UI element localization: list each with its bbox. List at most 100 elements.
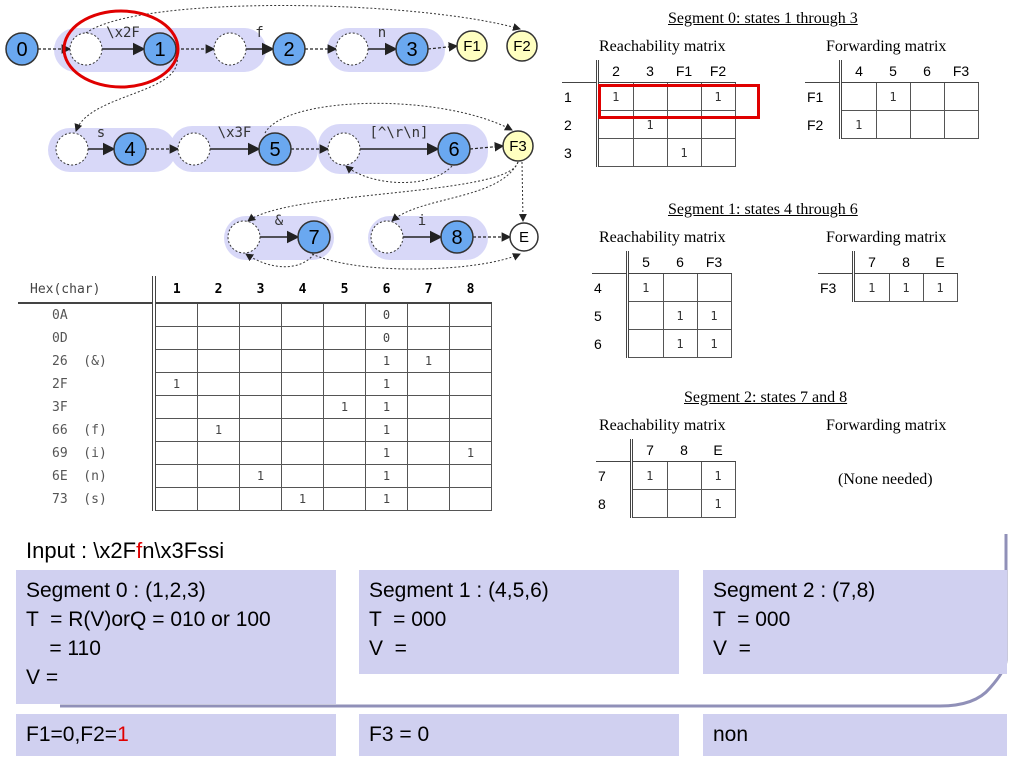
- state-label: 5: [269, 139, 280, 161]
- hex-col-header: 1: [154, 276, 198, 304]
- hex-cell: [323, 441, 366, 465]
- state-node-F2: [506, 30, 538, 62]
- state-node-s6a: [327, 132, 361, 166]
- hex-cell: [281, 349, 324, 373]
- hex-col-header: 7: [407, 276, 450, 304]
- segment-0-fwd-cell: [943, 110, 979, 139]
- state-label: 7: [308, 227, 319, 249]
- transition-curve: [74, 51, 178, 132]
- hex-cell: [449, 372, 492, 396]
- hex-cell: [281, 372, 324, 396]
- hex-cell: [239, 326, 282, 350]
- state-label: F2: [513, 38, 531, 55]
- transition-curve: [264, 102, 513, 134]
- state-node-s4a: [55, 132, 89, 166]
- segment-2-reach-cell: 1: [631, 461, 668, 490]
- segment-0-reach-col-header: F2: [701, 60, 735, 83]
- state-label: E: [519, 229, 529, 246]
- state-node-s2a: [213, 32, 247, 66]
- segment-0-fwd-cell: [840, 82, 877, 111]
- hex-cell: 1: [365, 441, 408, 465]
- segment-1-fwd-cell: 1: [922, 273, 958, 302]
- segment-0-fwd-cell: [909, 110, 945, 139]
- state-node-s1a: [69, 32, 103, 66]
- hex-cell: [153, 395, 198, 419]
- segment-1-reach-cell: 1: [662, 329, 698, 358]
- hex-cell: [239, 487, 282, 511]
- segment-0-reach-cell: 1: [666, 138, 702, 167]
- state-node-s7a: [227, 220, 261, 254]
- edge-label: &: [275, 213, 284, 229]
- segment-1-fwd-col-header: 8: [889, 251, 923, 274]
- state-label: 6: [448, 139, 459, 161]
- hex-cell: [153, 487, 198, 511]
- hex-cell: [197, 441, 240, 465]
- edge-label: \x3F: [218, 125, 252, 141]
- segment-1-reach-title: Reachability matrix: [599, 229, 726, 246]
- hex-cell: [407, 395, 450, 419]
- segment-1-reach-cell: 1: [662, 301, 698, 330]
- hex-col-header: 6: [365, 276, 408, 304]
- segment-0-reach-col-header: F1: [667, 60, 701, 83]
- segment-1-reach-row-label: 5: [592, 301, 629, 330]
- hex-row-label: 73 (s): [18, 487, 156, 511]
- hex-cell: [323, 326, 366, 350]
- segment-0-panel: Segment 0 : (1,2,3) T = R(V)orQ = 010 or…: [16, 570, 336, 704]
- segment-0-reach-cell: [632, 138, 668, 167]
- segment-1-reach-row-label: 4: [592, 273, 629, 302]
- hex-cell: [323, 418, 366, 442]
- hex-cell: [323, 302, 366, 327]
- hex-cell: 1: [365, 418, 408, 442]
- segment-2-reach-title: Reachability matrix: [599, 417, 726, 434]
- state-node-3: [395, 32, 429, 66]
- segment-1-reach-col-header: F3: [697, 251, 731, 274]
- segment-2-reach-cell: [666, 489, 702, 518]
- state-label: 4: [124, 139, 135, 161]
- hex-cell: [407, 441, 450, 465]
- state-node-6: [437, 132, 471, 166]
- state-node-4: [113, 132, 147, 166]
- segment-1-reach-cell: [627, 301, 664, 330]
- segment-1-reach-cell: [627, 329, 664, 358]
- segment-1-reach-row-label: 6: [592, 329, 629, 358]
- hex-cell: [281, 418, 324, 442]
- hex-cell: [449, 487, 492, 511]
- edge-label: \x2F: [106, 25, 140, 41]
- segment-1-fwd-corner: [818, 251, 855, 274]
- hex-cell: [407, 302, 450, 327]
- state-node-1: [143, 32, 177, 66]
- hex-cell: 0: [365, 326, 408, 350]
- hex-cell: [323, 372, 366, 396]
- segment-1-panel: Segment 1 : (4,5,6) T = 000 V =: [359, 570, 679, 674]
- hex-cell: 1: [407, 349, 450, 373]
- segment-0-fwd-title: Forwarding matrix: [826, 38, 947, 55]
- hex-cell: [323, 464, 366, 488]
- highlight-ellipse: [62, 9, 180, 89]
- transition-curve: [247, 161, 519, 222]
- segment-0-fwd-corner: [805, 60, 842, 83]
- hex-cell: 1: [197, 418, 240, 442]
- hex-cell: 1: [281, 487, 324, 511]
- hex-cell: [197, 487, 240, 511]
- hex-cell: [449, 395, 492, 419]
- segment-0-fwd-cell: [943, 82, 979, 111]
- state-label: F1: [463, 38, 481, 55]
- hex-cell: 1: [323, 395, 366, 419]
- hex-cell: 1: [365, 464, 408, 488]
- hex-col-header: 3: [239, 276, 282, 304]
- segment-1-fwd-col-header: E: [923, 251, 957, 274]
- hex-cell: [323, 349, 366, 373]
- hex-cell: 1: [365, 372, 408, 396]
